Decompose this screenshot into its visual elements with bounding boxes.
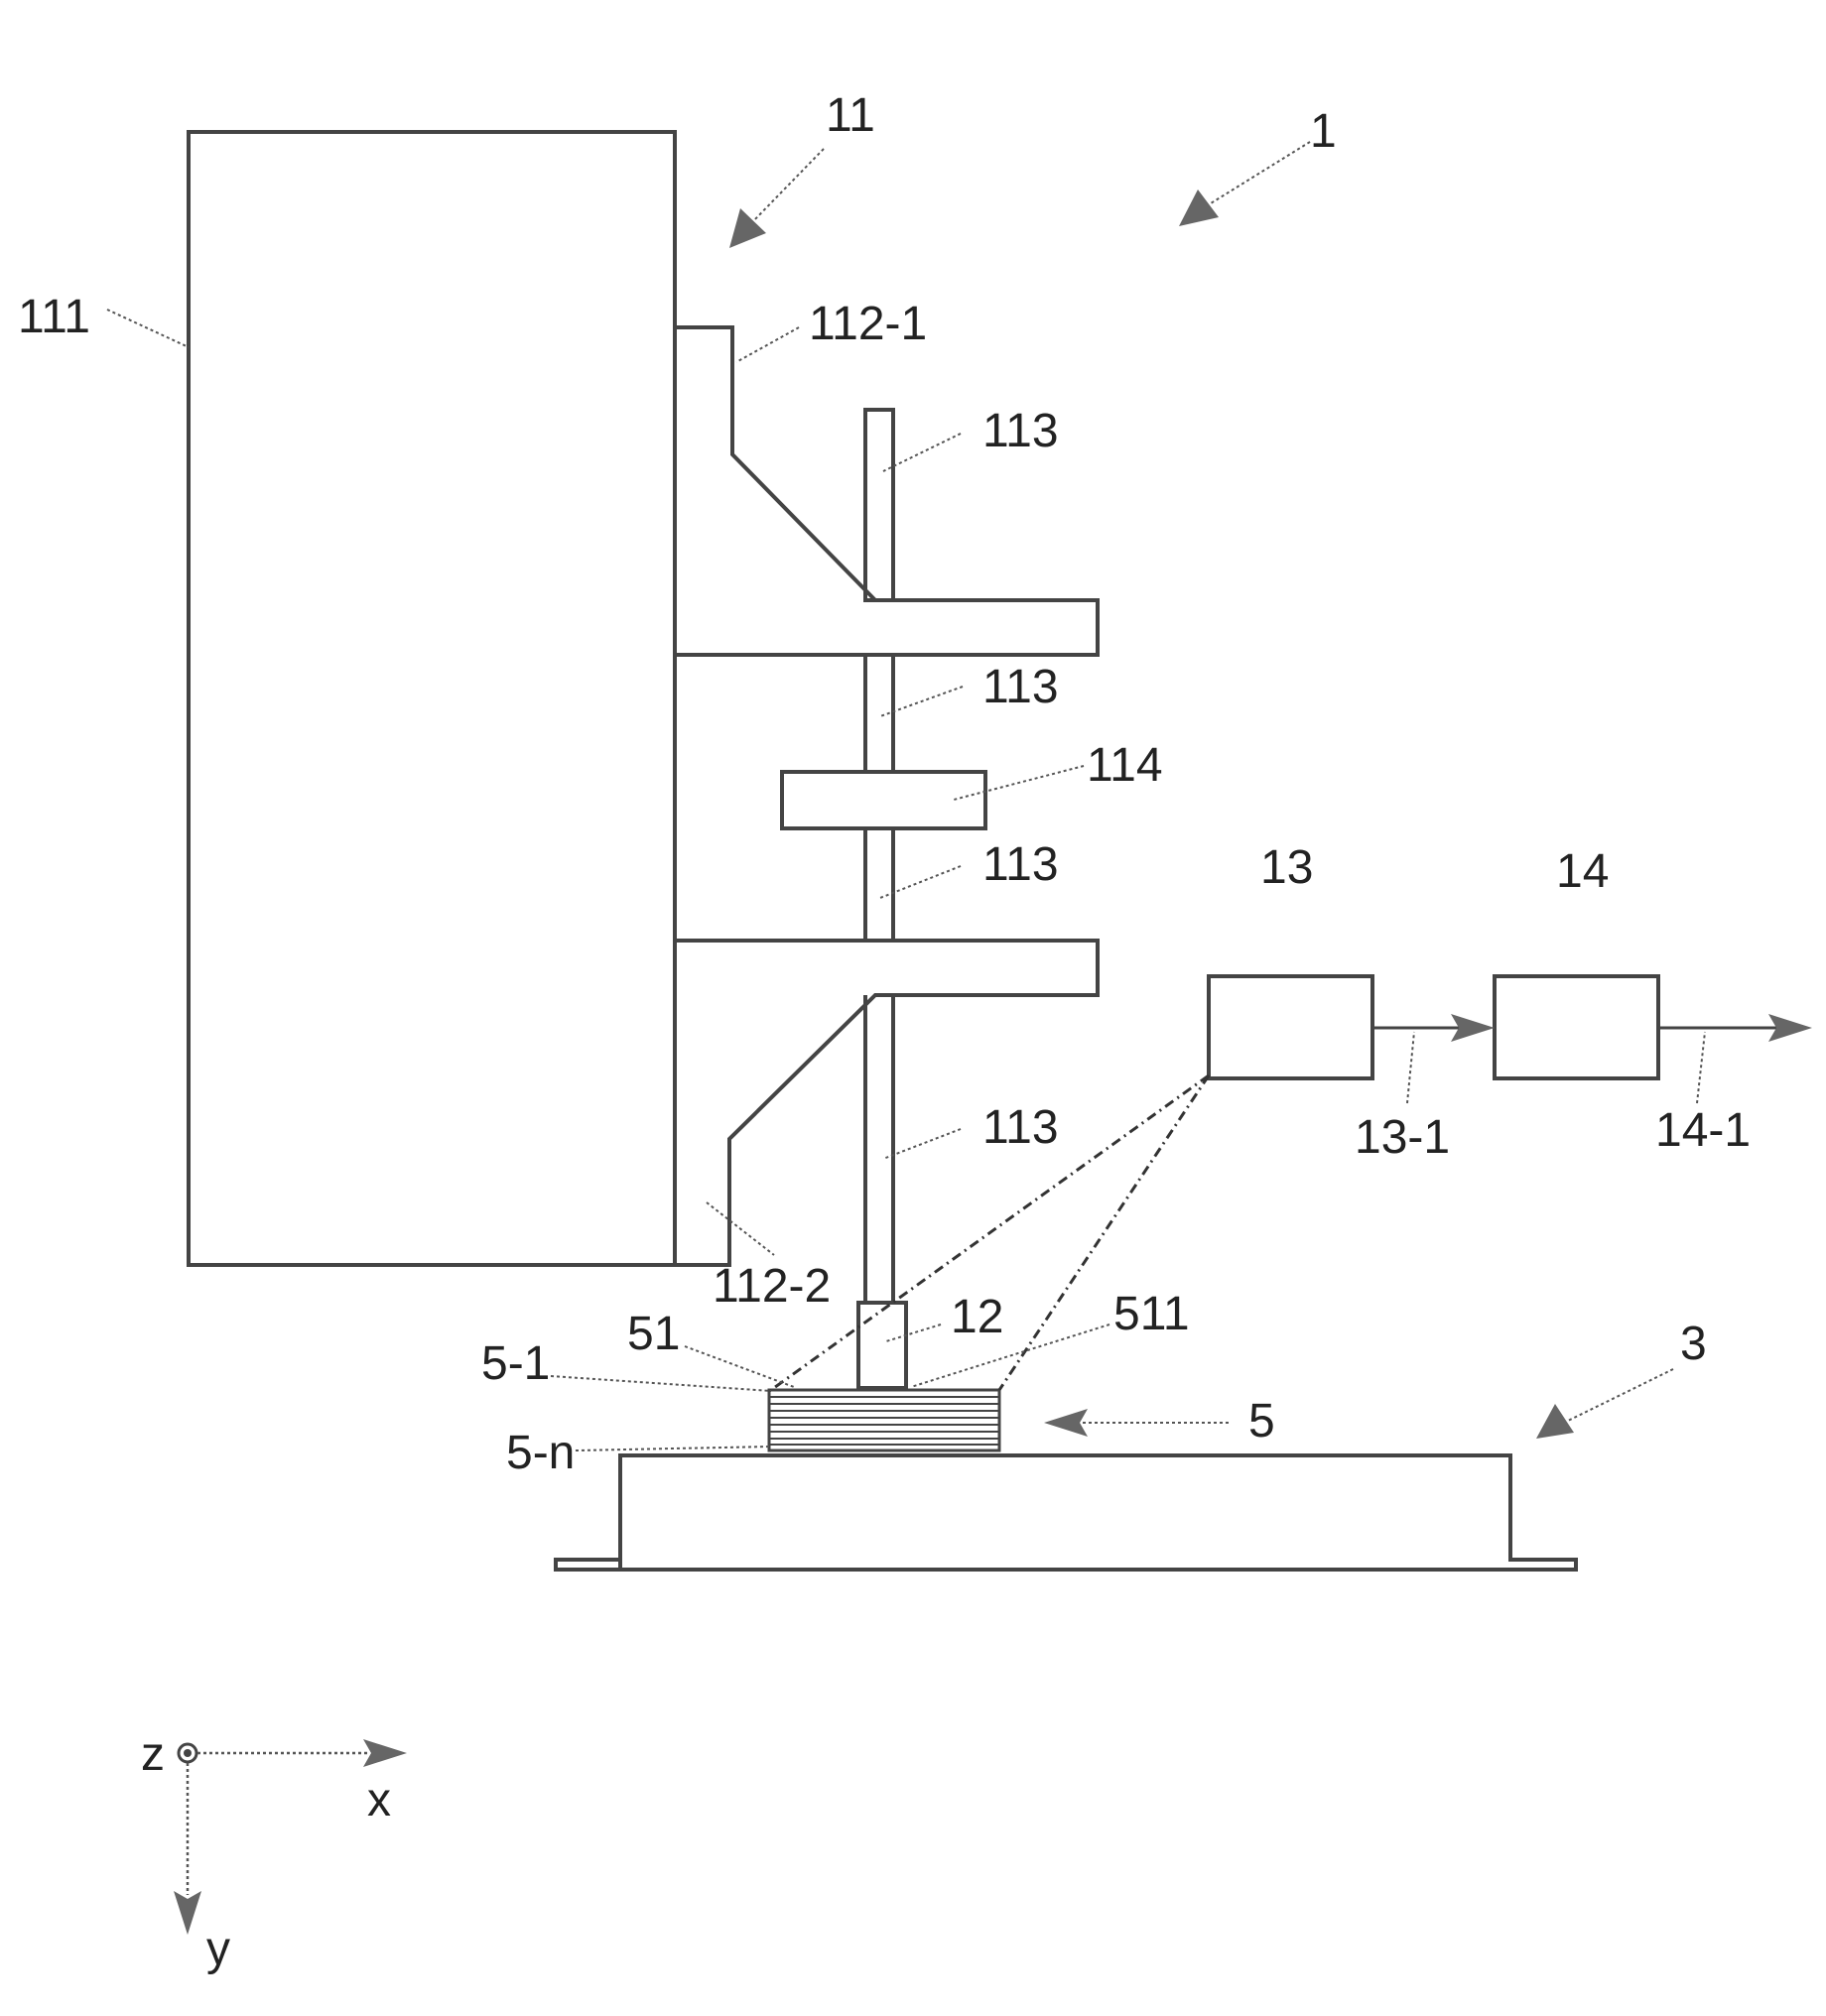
label-5-n: 5-n [506,1427,575,1479]
leader-1-line [1211,142,1310,203]
leader-13-1 [1407,1032,1414,1103]
leader-112-2 [707,1202,774,1255]
label-5-1: 5-1 [481,1337,550,1390]
sensor-13 [1209,976,1372,1078]
label-112-2: 112-2 [713,1260,831,1313]
leader-3-line [1568,1369,1673,1421]
label-111: 111 [18,291,90,343]
label-13-1: 13-1 [1355,1111,1450,1164]
label-12: 12 [951,1291,1003,1343]
label-11: 11 [826,89,875,142]
upper-bracket [675,327,1098,655]
label-113-a: 113 [982,405,1059,457]
shaft-segment-top [865,410,893,600]
y-axis-arrowhead [174,1891,201,1935]
leader-111 [107,310,189,347]
workpiece-layers [769,1390,999,1450]
label-14: 14 [1556,845,1609,898]
leader-12 [886,1324,941,1341]
leader-14-1 [1697,1032,1705,1103]
leader-51 [685,1346,794,1387]
leader-112-1 [736,327,799,362]
z-axis-label: z [141,1728,165,1781]
column-111 [189,132,675,1265]
platform-3 [556,1455,1576,1570]
leader-1-arrowhead [1179,189,1219,226]
coordinate-axes: z x y [141,1728,407,1975]
leader-5-arrowhead [1044,1409,1088,1437]
leader-511 [911,1324,1109,1387]
z-axis-dot [184,1749,192,1757]
label-113-c: 113 [982,838,1059,891]
leader-5-1 [551,1376,771,1391]
label-5: 5 [1248,1395,1275,1448]
y-axis-label: y [206,1923,230,1975]
x-axis-arrowhead [363,1739,407,1767]
processor-14 [1495,976,1658,1078]
leader-11-line [752,149,824,222]
workpiece-outline [769,1390,999,1450]
x-axis-label: x [367,1774,391,1827]
label-113-d: 113 [982,1101,1059,1154]
label-51: 51 [627,1308,680,1360]
label-3: 3 [1680,1318,1707,1370]
label-112-1: 112-1 [809,298,927,350]
label-114: 114 [1087,739,1163,792]
leader-3-arrowhead [1536,1404,1574,1439]
leader-5-n [576,1447,771,1450]
label-511: 511 [1113,1288,1190,1340]
label-13: 13 [1260,841,1313,894]
label-113-b: 113 [982,661,1059,713]
tool-12 [858,1303,906,1388]
label-14-1: 14-1 [1655,1104,1751,1157]
label-1: 1 [1310,105,1337,158]
